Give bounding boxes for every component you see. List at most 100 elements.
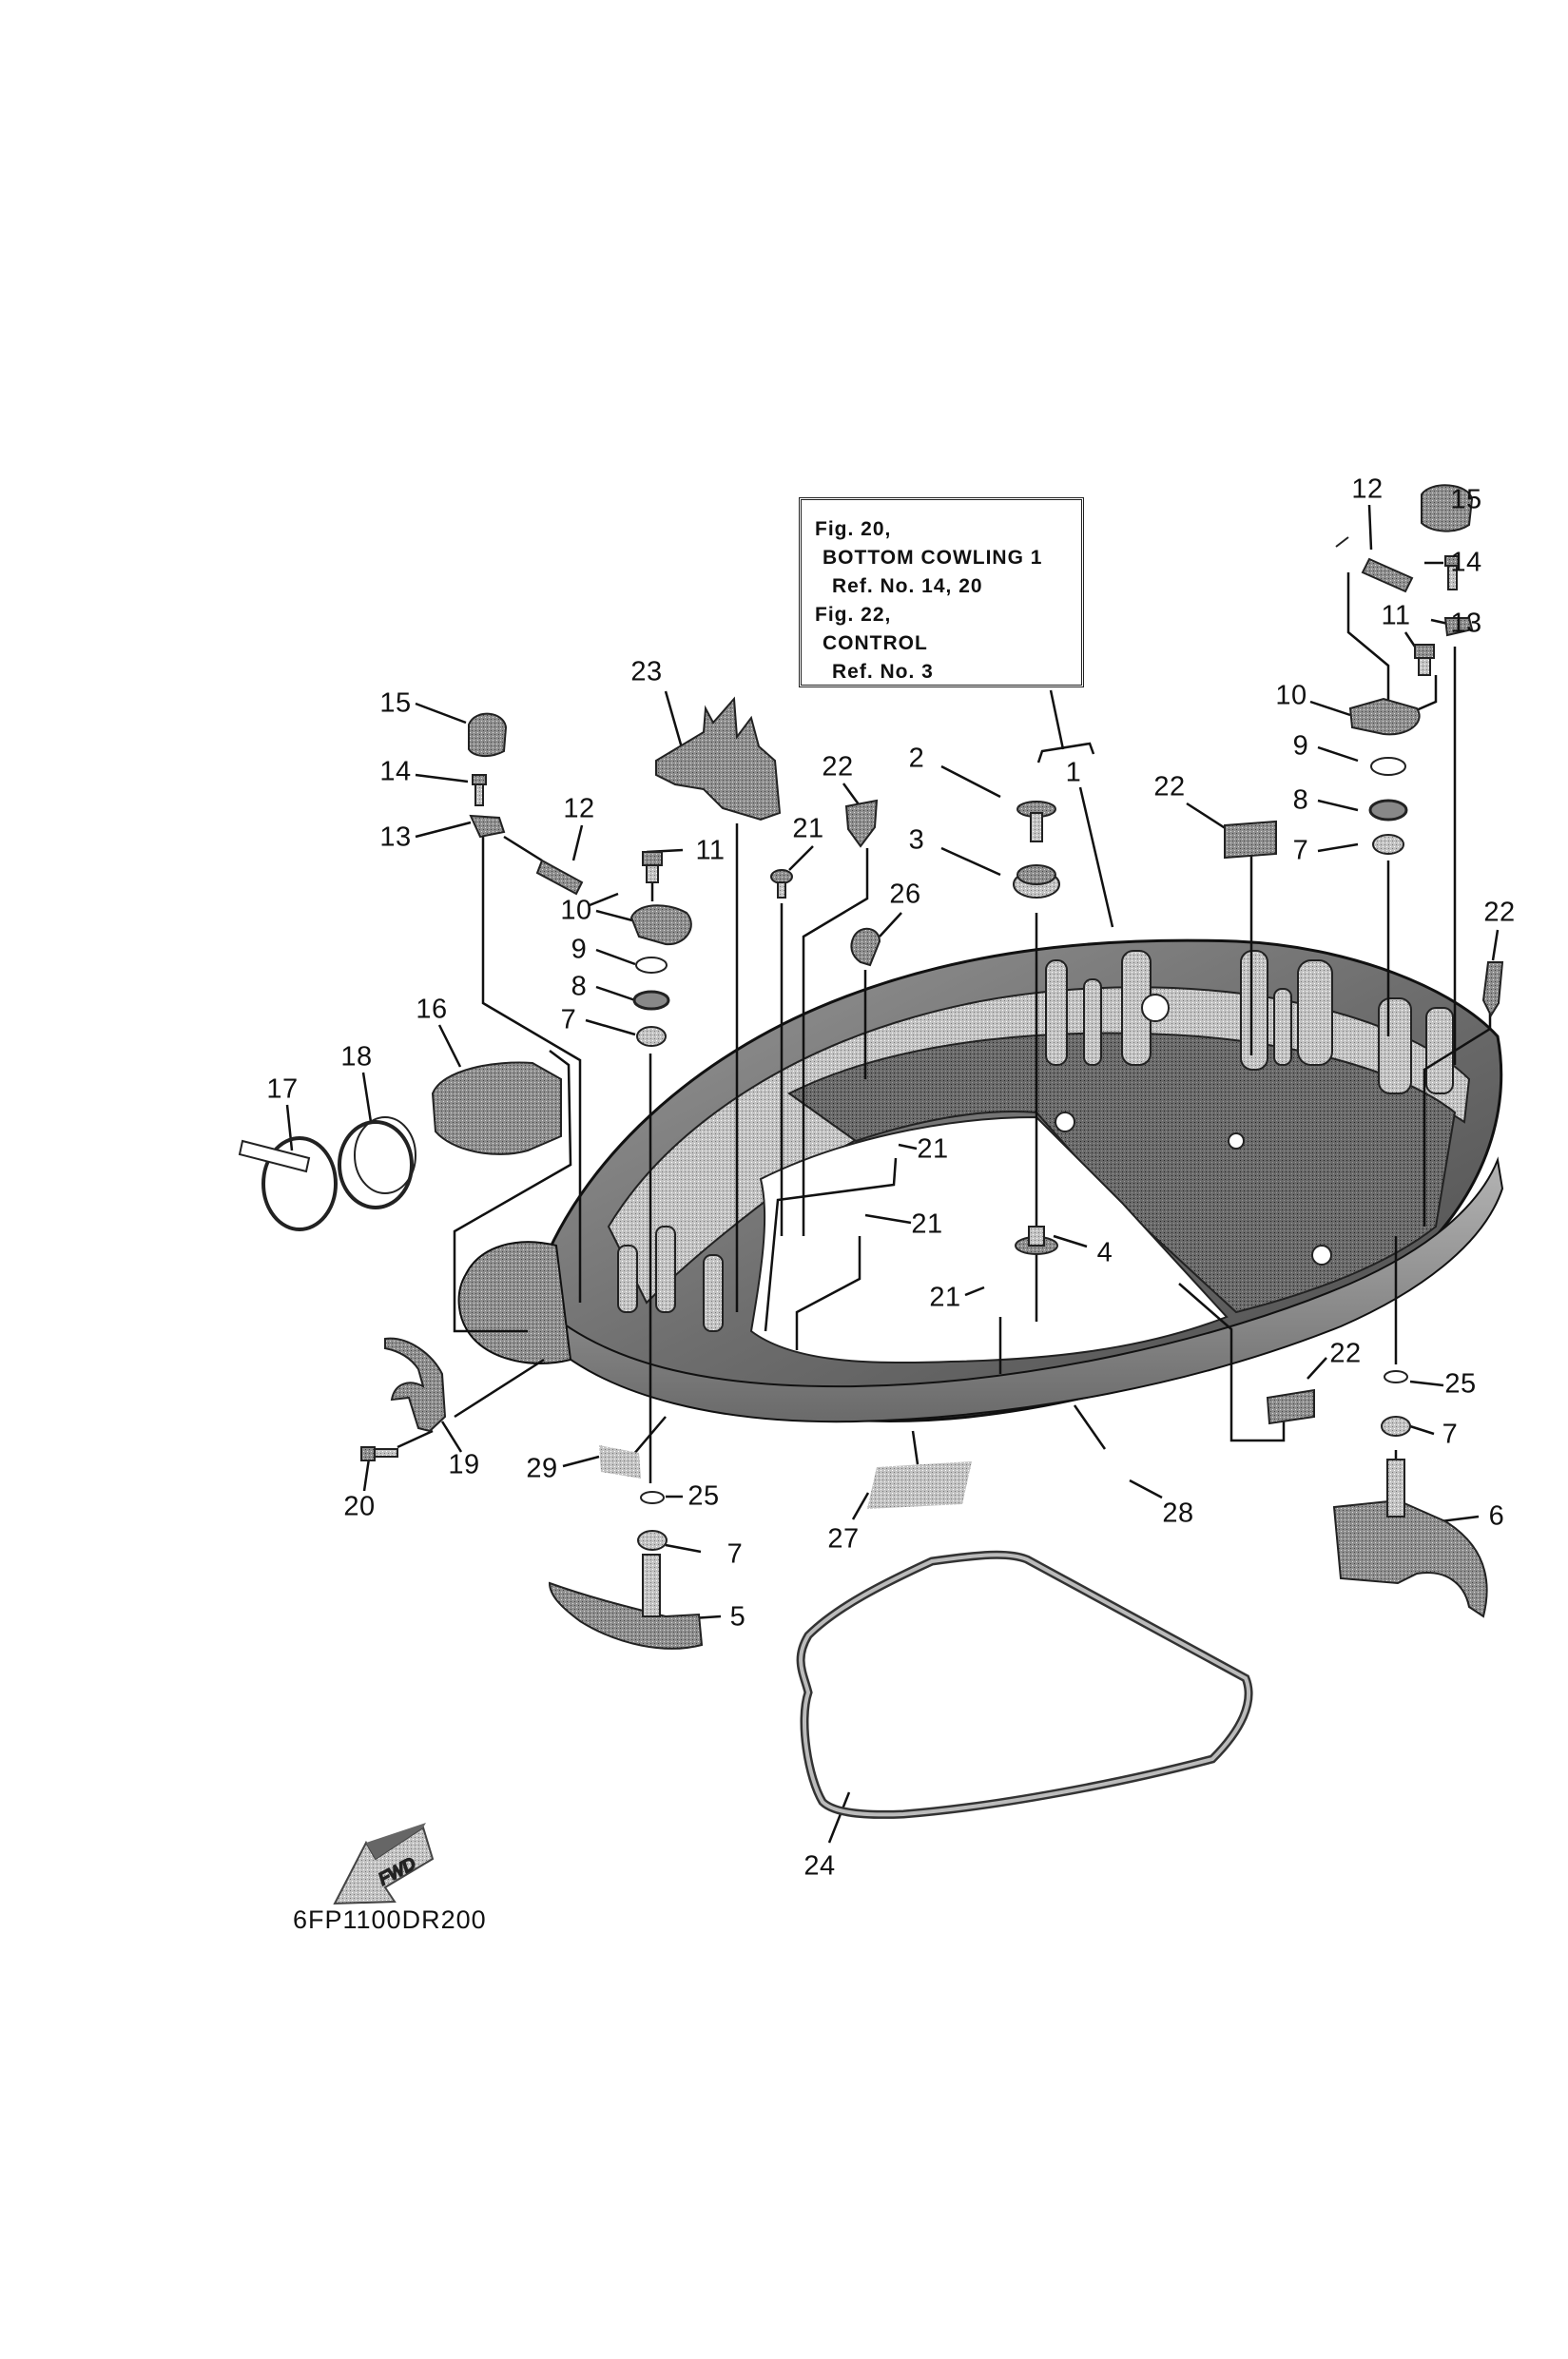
lever-10-right	[1348, 697, 1421, 736]
callout-6[interactable]: 6	[1488, 1500, 1505, 1532]
cowling-front-rim	[535, 1156, 1504, 1423]
callout-5[interactable]: 5	[729, 1601, 746, 1633]
callout-22[interactable]: 22	[1483, 897, 1516, 928]
callout-13[interactable]: 13	[1450, 608, 1482, 639]
callout-21[interactable]: 21	[792, 813, 824, 844]
spring-12-left	[535, 859, 584, 896]
cross-reference-box: Fig. 20, BOTTOM COWLING 1 Ref. No. 14, 2…	[799, 497, 1084, 687]
cowling-intake-tube	[457, 1241, 572, 1364]
callout-25[interactable]: 25	[1444, 1368, 1477, 1400]
callout-20[interactable]: 20	[343, 1491, 376, 1522]
callout-22[interactable]: 22	[822, 751, 854, 783]
small-parts: FWD	[238, 484, 1504, 1905]
cap-15-left	[468, 712, 508, 757]
ref-line: CONTROL	[823, 632, 928, 654]
band-17	[238, 1136, 338, 1231]
callout-7[interactable]: 7	[1442, 1419, 1459, 1450]
clip-26	[850, 927, 881, 967]
damper-22-right-mid	[1224, 820, 1277, 860]
callout-15[interactable]: 15	[379, 687, 412, 719]
oring-9-left	[635, 957, 668, 974]
circlip-25-left	[640, 1491, 665, 1504]
callout-16[interactable]: 16	[416, 994, 448, 1025]
callout-21[interactable]: 21	[917, 1133, 949, 1165]
callout-22[interactable]: 22	[1329, 1338, 1362, 1369]
callout-18[interactable]: 18	[340, 1041, 373, 1073]
bolt-2	[1016, 801, 1056, 842]
callout-14[interactable]: 14	[1450, 547, 1482, 578]
washer-8-right	[1368, 799, 1408, 822]
callout-14[interactable]: 14	[379, 756, 412, 787]
circlip-25-right	[1384, 1370, 1408, 1383]
callout-29[interactable]: 29	[526, 1453, 558, 1484]
bushing-7-right	[1372, 834, 1404, 855]
callout-2[interactable]: 2	[908, 743, 925, 774]
callout-12[interactable]: 12	[1351, 474, 1384, 505]
fwd-arrow-icon: FWD	[333, 1823, 435, 1905]
callout-24[interactable]: 24	[803, 1850, 836, 1882]
callout-4[interactable]: 4	[1096, 1237, 1113, 1268]
ref-line: Ref. No. 14, 20	[832, 575, 983, 597]
oring-9-right	[1370, 757, 1406, 776]
callout-13[interactable]: 13	[379, 822, 412, 853]
callout-11[interactable]: 11	[695, 835, 726, 866]
callout-19[interactable]: 19	[448, 1449, 480, 1480]
callout-11[interactable]: 11	[1381, 600, 1411, 631]
ref-line: BOTTOM COWLING 1	[823, 547, 1043, 569]
callout-7[interactable]: 7	[560, 1004, 577, 1035]
bolt-20	[360, 1446, 398, 1461]
callout-28[interactable]: 28	[1162, 1498, 1194, 1529]
clamp-lever-5-shaft	[642, 1554, 661, 1617]
callout-23[interactable]: 23	[630, 656, 663, 687]
bolt-11-left	[642, 851, 663, 883]
clamp-lever-6-shaft	[1386, 1459, 1405, 1518]
ref-line: Ref. No. 3	[832, 661, 934, 683]
callout-10[interactable]: 10	[1275, 680, 1307, 711]
callout-22[interactable]: 22	[1153, 771, 1186, 802]
callout-8[interactable]: 8	[1292, 784, 1309, 816]
bolt-14-left	[472, 774, 487, 806]
collar-4	[1015, 1226, 1058, 1255]
callout-7[interactable]: 7	[726, 1538, 744, 1570]
callout-7[interactable]: 7	[1292, 835, 1309, 866]
bushing-7-lower-left	[637, 1530, 668, 1551]
spring-12-right	[1335, 536, 1414, 593]
clamp-lever-5	[548, 1581, 704, 1650]
bushing-7-lower-right	[1381, 1416, 1411, 1437]
washer-8-left	[632, 990, 670, 1011]
ref-line: Fig. 20,	[815, 518, 892, 540]
callout-21[interactable]: 21	[911, 1209, 943, 1240]
clamp-lever-6	[1332, 1499, 1488, 1618]
callout-25[interactable]: 25	[687, 1480, 720, 1512]
label-29	[599, 1445, 641, 1479]
bracket-23	[655, 696, 782, 822]
cowling-floor	[787, 1032, 1457, 1314]
clamp-18	[338, 1116, 416, 1209]
damper-22-far-right	[1481, 961, 1504, 1018]
callout-15[interactable]: 15	[1450, 484, 1482, 515]
bushing-7-left	[636, 1026, 667, 1047]
damper-22-lower-right	[1266, 1388, 1315, 1425]
cap-15-right	[1421, 484, 1474, 532]
leader-lines	[285, 500, 1500, 1844]
callout-9[interactable]: 9	[571, 934, 588, 965]
bottom-cowling	[457, 938, 1504, 1423]
bolt-11-right	[1414, 644, 1435, 676]
lever-10-left	[629, 904, 692, 946]
callout-27[interactable]: 27	[827, 1523, 860, 1555]
callout-3[interactable]: 3	[908, 824, 925, 856]
callout-21[interactable]: 21	[929, 1282, 961, 1313]
callout-8[interactable]: 8	[571, 971, 588, 1002]
grommet-3	[1013, 864, 1060, 899]
callout-10[interactable]: 10	[560, 895, 592, 926]
callout-17[interactable]: 17	[266, 1073, 299, 1105]
callout-12[interactable]: 12	[563, 793, 595, 824]
bolt-14-right	[1444, 555, 1460, 590]
callout-26[interactable]: 26	[889, 879, 921, 910]
callout-9[interactable]: 9	[1292, 730, 1309, 762]
label-27	[867, 1461, 972, 1509]
seal-24-highlight	[799, 1553, 1251, 1817]
diagram-code: 6FP1100DR200	[293, 1905, 487, 1934]
callout-1[interactable]: 1	[1065, 757, 1082, 788]
